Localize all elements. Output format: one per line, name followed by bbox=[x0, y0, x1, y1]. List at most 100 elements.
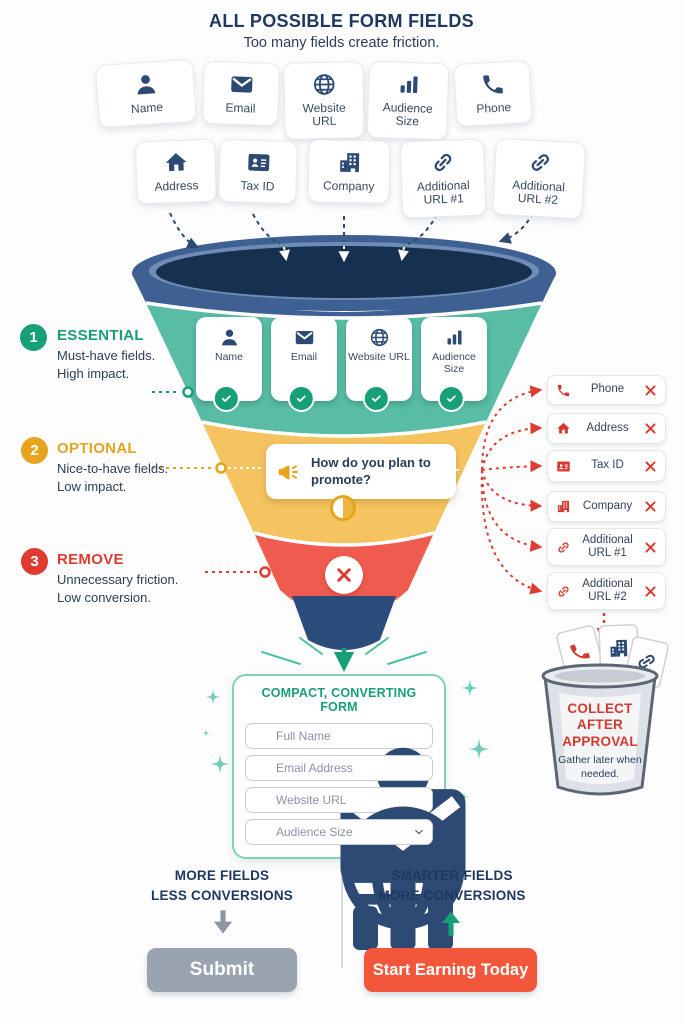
removed-field-phone: Phone bbox=[547, 375, 666, 405]
page-title: ALL POSSIBLE FORM FIELDS bbox=[209, 11, 474, 31]
globe-icon bbox=[369, 327, 390, 348]
chevron-down-icon[interactable] bbox=[412, 825, 426, 839]
removed-field-additional-url-1: Additional URL #1 bbox=[547, 528, 666, 566]
page-subtitle: Too many fields create friction. bbox=[243, 35, 440, 51]
essential-field-website-url: Website URL bbox=[346, 317, 412, 412]
field-chip-tax-id: Tax ID bbox=[217, 138, 299, 205]
house-icon bbox=[163, 150, 189, 176]
email-input[interactable] bbox=[245, 755, 433, 781]
stage-1-desc-line2: High impact. bbox=[57, 366, 130, 382]
field-chip-address: Address bbox=[134, 138, 218, 205]
form-row-full-name bbox=[245, 723, 433, 749]
field-chip-phone: Phone bbox=[453, 60, 533, 128]
field-chip-label: Company bbox=[322, 178, 375, 194]
removed-field-label: Tax ID bbox=[591, 459, 624, 472]
trash-bin bbox=[541, 624, 669, 796]
person-icon bbox=[219, 327, 240, 348]
comparison-right-heading: SMARTER FIELDS MORE CONVERSIONS bbox=[352, 866, 552, 907]
removed-field-label: Additional URL #1 bbox=[582, 533, 633, 559]
funnel-mouth bbox=[156, 246, 532, 298]
check-icon bbox=[362, 385, 390, 412]
audience-size-select[interactable] bbox=[245, 819, 433, 845]
x-icon bbox=[645, 501, 656, 512]
field-chip-label: Address bbox=[154, 178, 199, 194]
check-icon bbox=[437, 385, 465, 412]
envelope-icon bbox=[294, 327, 315, 348]
form-row-website-url bbox=[245, 787, 433, 813]
removed-field-address: Address bbox=[547, 413, 666, 444]
stage-2-title: OPTIONAL bbox=[57, 440, 137, 457]
essential-field-label: Name bbox=[214, 351, 243, 363]
x-icon bbox=[645, 423, 656, 434]
stage-1-desc: Must-have fields. High impact. bbox=[57, 347, 155, 384]
stage-3-number: 3 bbox=[21, 548, 48, 575]
comparison-right-line1: SMARTER FIELDS bbox=[391, 868, 513, 883]
remove-x-badge bbox=[325, 556, 363, 594]
trash-title: COLLECT AFTER APPROVAL bbox=[562, 701, 638, 749]
field-chip-label: Tax ID bbox=[240, 178, 275, 194]
x-icon bbox=[645, 460, 656, 472]
stage-1-title: ESSENTIAL bbox=[57, 327, 144, 344]
funnel-spout bbox=[292, 596, 396, 650]
stage-2-desc: Nice-to-have fields. Low impact. bbox=[57, 460, 168, 497]
field-chip-label: Website URL bbox=[302, 100, 346, 129]
person-icon bbox=[253, 729, 268, 744]
removed-field-tax-id: Tax ID bbox=[547, 450, 666, 482]
arrow-up-icon bbox=[441, 911, 461, 936]
comparison-left-line1: MORE FIELDS bbox=[174, 868, 270, 883]
stage-3-desc: Unnecessary friction. Low conversion. bbox=[57, 571, 178, 608]
field-chip-name: Name bbox=[94, 58, 198, 129]
form-row-audience-size bbox=[245, 819, 433, 845]
essential-field-audience-size: Audience Size bbox=[421, 317, 487, 412]
removed-field-label: Additional URL #2 bbox=[582, 577, 633, 603]
removed-field-label: Address bbox=[586, 421, 629, 434]
link-icon bbox=[556, 584, 571, 599]
field-chip-company: Company bbox=[307, 139, 391, 205]
field-chip-label: Email bbox=[225, 100, 256, 116]
removed-field-company: Company bbox=[547, 491, 666, 522]
stage-1-desc-line1: Must-have fields. bbox=[57, 348, 156, 363]
start-earning-button[interactable]: Start Earning Today bbox=[364, 948, 537, 992]
comparison-divider bbox=[341, 862, 343, 968]
x-icon bbox=[645, 541, 656, 553]
optional-question-card: How do you plan to promote? bbox=[266, 444, 456, 499]
x-icon bbox=[645, 384, 656, 396]
link-icon bbox=[430, 150, 456, 176]
field-chip-label: Additional URL #1 bbox=[416, 178, 470, 208]
field-chip-additional-url-1: Additional URL #1 bbox=[399, 138, 487, 219]
person-icon bbox=[132, 71, 159, 98]
stage-2-desc-line2: Low impact. bbox=[57, 479, 127, 495]
field-chip-website-url: Website URL bbox=[283, 61, 365, 140]
funnel-rim-band bbox=[132, 274, 556, 318]
megaphone-icon bbox=[276, 459, 302, 485]
comparison-left-line2: LESS CONVERSIONS bbox=[151, 888, 293, 904]
stage-2-number: 2 bbox=[21, 437, 48, 464]
submit-button[interactable]: Submit bbox=[147, 948, 297, 992]
full-name-input[interactable] bbox=[245, 723, 433, 749]
envelope-icon bbox=[253, 761, 268, 776]
essential-field-label: Website URL bbox=[348, 351, 410, 363]
stage-1-number: 1 bbox=[20, 324, 47, 351]
check-icon bbox=[212, 385, 240, 412]
essential-field-label: Email bbox=[290, 351, 318, 363]
phone-icon bbox=[479, 71, 505, 97]
trash-subtitle: Gather later when needed. bbox=[558, 754, 642, 781]
comparison-right-line2: MORE CONVERSIONS bbox=[378, 888, 526, 904]
website-url-input[interactable] bbox=[245, 787, 433, 813]
bar-chart-icon bbox=[396, 72, 422, 98]
id-card-icon bbox=[245, 150, 271, 176]
compact-form-card: COMPACT, CONVERTING FORM bbox=[232, 674, 446, 859]
stage-3-title: REMOVE bbox=[57, 551, 124, 568]
globe-icon bbox=[311, 72, 336, 97]
form-row-email bbox=[245, 755, 433, 781]
link-icon bbox=[527, 149, 553, 175]
optional-question-text: How do you plan to promote? bbox=[311, 455, 431, 487]
id-card-icon bbox=[556, 459, 571, 474]
removed-field-label: Company bbox=[582, 499, 633, 512]
x-icon bbox=[645, 585, 656, 597]
trash-bin-label: COLLECT AFTER APPROVAL Gather later when… bbox=[554, 701, 646, 782]
stage-3-desc-line1: Unnecessary friction. bbox=[57, 572, 179, 587]
removed-field-additional-url-2: Additional URL #2 bbox=[547, 572, 666, 610]
link-icon bbox=[556, 540, 571, 555]
comparison-left-heading: MORE FIELDS LESS CONVERSIONS bbox=[122, 866, 322, 907]
